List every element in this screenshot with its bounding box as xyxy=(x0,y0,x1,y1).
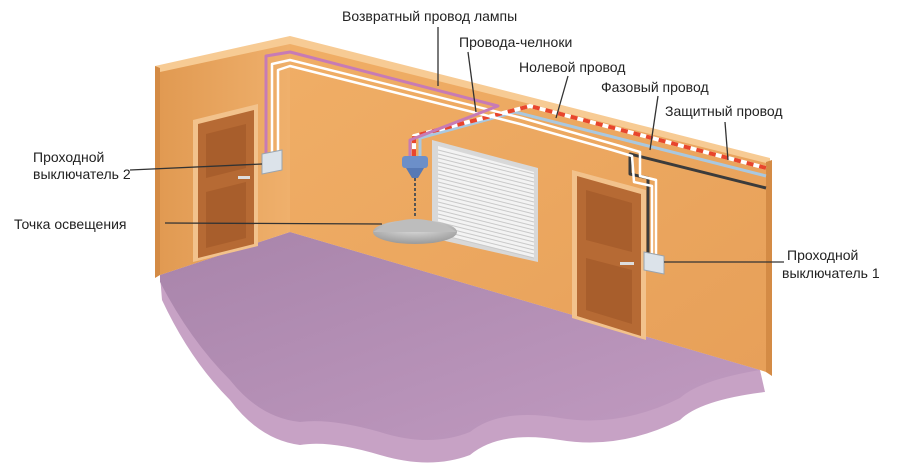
shuttle-wire-1 xyxy=(270,58,658,254)
blind-slat xyxy=(437,205,535,231)
blind-slat xyxy=(437,165,535,191)
callout-lines xyxy=(129,27,784,263)
neutral-wire xyxy=(418,110,767,178)
label-shuttle-wires: Провода-челноки xyxy=(459,34,573,50)
shuttle-wire-2 xyxy=(276,64,654,254)
blind-slat xyxy=(437,149,535,175)
blind-slat xyxy=(437,161,535,187)
label-return-wire: Возвратный провод лампы xyxy=(342,8,518,24)
label-switch-1-line2: выключатель 1 xyxy=(782,265,880,281)
blind-slat xyxy=(437,177,535,203)
label-light-point: Точка освещения xyxy=(14,216,127,232)
wall-right-edge xyxy=(766,160,772,376)
wires xyxy=(264,50,767,255)
label-switch-2-line2: выключатель 2 xyxy=(33,166,131,182)
blind-slat xyxy=(437,193,535,219)
window-blinds xyxy=(432,140,538,262)
blind-slat xyxy=(437,189,535,215)
blind-slat xyxy=(437,157,535,183)
blind-slat xyxy=(437,213,535,239)
blind-slat xyxy=(437,201,535,227)
blind-slat xyxy=(437,169,535,195)
label-ground-wire: Защитный провод xyxy=(665,103,783,119)
switch-1-box xyxy=(643,251,665,275)
blind-slat xyxy=(437,217,535,243)
label-switch-2-line1: Проходной xyxy=(33,149,105,165)
blind-slat xyxy=(437,153,535,179)
blind-slat xyxy=(437,173,535,199)
blind-slat xyxy=(437,185,535,211)
phase-wire xyxy=(628,152,767,255)
label-phase-wire: Фазовый провод xyxy=(601,79,709,95)
label-neutral-wire: Нолевой провод xyxy=(519,59,626,75)
return-wire xyxy=(264,50,500,158)
blind-slat xyxy=(437,209,535,235)
switch-2-box xyxy=(261,149,283,175)
blind-slat xyxy=(437,233,535,259)
label-switch-1-line1: Проходной xyxy=(787,247,859,263)
blind-slat xyxy=(437,181,535,207)
wall-left-edge xyxy=(155,66,160,278)
blind-slat xyxy=(437,221,535,247)
floor xyxy=(160,232,760,440)
blind-slat xyxy=(437,197,535,223)
left-door xyxy=(193,104,258,262)
lamp xyxy=(373,156,457,244)
right-door xyxy=(572,170,646,340)
